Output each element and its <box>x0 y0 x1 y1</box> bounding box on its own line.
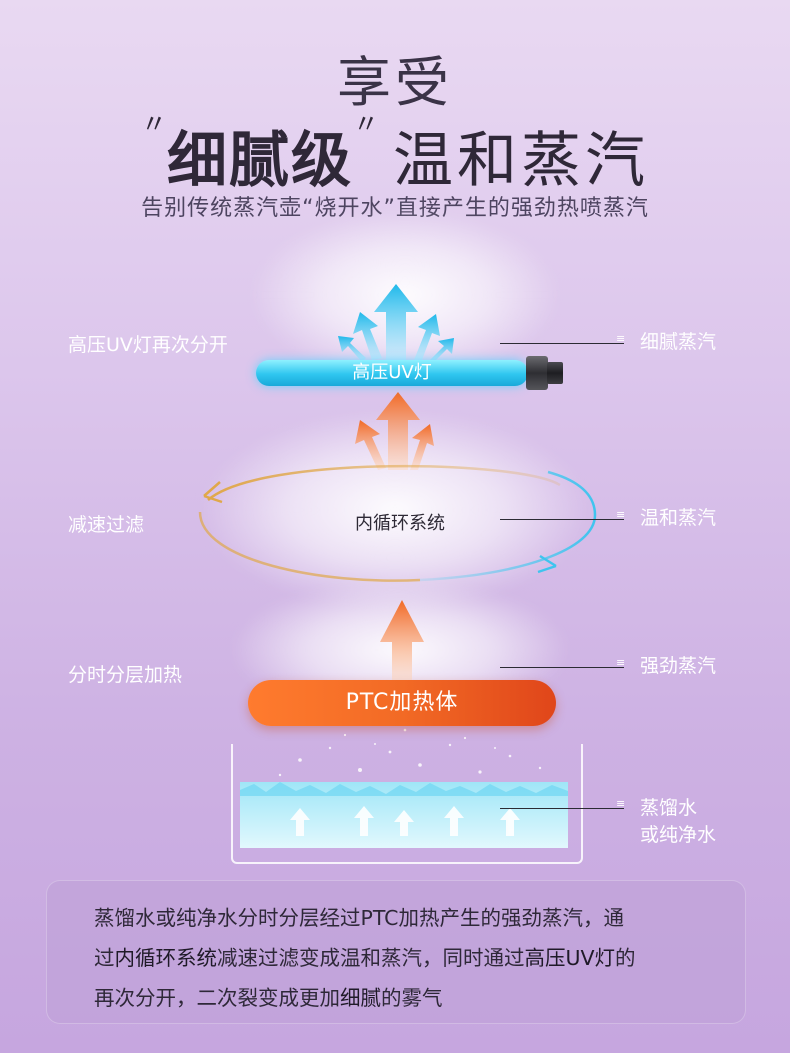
fine-steam-arrows <box>338 284 454 364</box>
highlight-uv-lamp: 高压UV灯 <box>524 946 616 970</box>
orange-arrow-right <box>410 424 434 470</box>
water-body <box>240 782 568 848</box>
uv-lamp-end <box>547 362 563 384</box>
left-label-layered-heating: 分时分层加热 <box>68 664 183 686</box>
water-label-line-1: 蒸馏水 <box>640 797 698 819</box>
title-line-2: 〃细腻级〃温和蒸汽 <box>0 110 790 199</box>
tick-water-icon: ≡ <box>616 797 626 810</box>
tick-gentle-icon: ≡ <box>616 508 626 521</box>
highlight-inner-cycle: 内循环系统 <box>114 946 218 970</box>
left-label-slow-filter: 减速过滤 <box>68 514 145 536</box>
quote-close-mark: 〃 <box>353 110 380 140</box>
description-line-1: 蒸馏水或纯净水分时分层经过PTC加热产生的强劲蒸汽，通 <box>94 906 624 930</box>
blue-arrow-far-right <box>428 338 454 364</box>
description-line-2: 过内循环系统减速过滤变成温和蒸汽，同时通过高压UV灯的 <box>94 946 636 970</box>
leader-line-fine <box>500 343 624 344</box>
description-line-3: 再次分开，二次裂变成更加细腻的雾气 <box>94 986 443 1010</box>
leader-line-water <box>500 808 624 809</box>
right-label-water: 蒸馏水 或纯净水 <box>640 795 716 849</box>
water-up-arrow-5 <box>500 808 520 836</box>
right-label-fine-steam: 细腻蒸汽 <box>640 331 717 353</box>
water-surface <box>240 782 568 836</box>
water-tank <box>231 744 583 864</box>
ptc-heater: PTC加热体 <box>248 680 556 726</box>
title-emphasis: 细腻级 <box>167 126 353 196</box>
blue-arrow-right <box>414 314 440 360</box>
right-label-gentle-steam: 温和蒸汽 <box>640 507 717 529</box>
tick-strong-icon: ≡ <box>616 656 626 669</box>
tick-fine-icon: ≡ <box>616 332 626 345</box>
blue-arrow-left <box>353 312 382 360</box>
uv-lamp-cap <box>526 356 548 390</box>
water-up-arrow-1 <box>290 808 310 836</box>
quote-open-mark: 〃 <box>140 110 167 140</box>
cycle-arrow-gold <box>203 481 223 504</box>
water-up-arrow-2 <box>354 806 374 836</box>
description-text: 蒸馏水或纯净水分时分层经过PTC加热产生的强劲蒸汽，通 过内循环系统减速过滤变成… <box>94 898 706 1018</box>
description-panel <box>46 880 746 1024</box>
cycle-arc-blue <box>419 470 597 582</box>
gentle-steam-arrows <box>355 392 434 470</box>
water-up-arrow-4 <box>444 806 464 836</box>
cycle-arc-gold-lower <box>198 511 421 582</box>
vapor-sparkles <box>278 728 542 777</box>
leader-line-gentle <box>500 519 624 520</box>
title-rest: 温和蒸汽 <box>393 126 650 196</box>
blue-arrow-center <box>374 284 418 360</box>
cycle-arrow-blue <box>537 554 557 574</box>
title-line-1: 享受 <box>337 51 453 114</box>
orange-arrow-left <box>355 420 386 470</box>
leader-line-strong <box>500 667 624 668</box>
left-label-uv-split: 高压UV灯再次分开 <box>68 334 228 356</box>
blue-arrow-far-left <box>338 336 366 362</box>
strong-steam-arrow <box>380 600 424 680</box>
inner-cycle-ring <box>198 464 597 582</box>
right-label-strong-steam: 强劲蒸汽 <box>640 655 717 677</box>
highlight-fine: 细腻 <box>340 986 381 1010</box>
orange-arrow-center <box>376 392 420 470</box>
inner-cycle-label: 内循环系统 <box>355 513 445 534</box>
water-up-arrow-3 <box>394 810 414 836</box>
cycle-arc-gold <box>207 464 561 501</box>
water-label-line-2: 或纯净水 <box>640 824 717 846</box>
uv-lamp: 高压UV灯 <box>256 360 528 386</box>
